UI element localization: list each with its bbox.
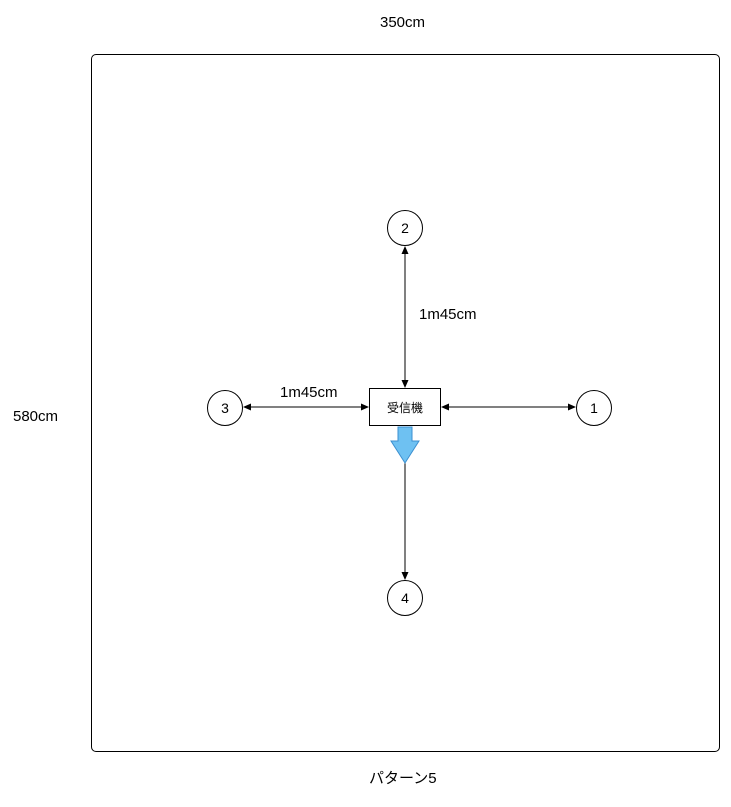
node-2: 2 — [387, 210, 423, 246]
direction-arrow — [390, 426, 420, 464]
node-4-label: 4 — [401, 590, 409, 606]
node-4: 4 — [387, 580, 423, 616]
pattern-caption: パターン5 — [369, 770, 437, 787]
receiver-box: 受信機 — [369, 388, 441, 426]
distance-vertical-label: 1m45cm — [419, 306, 477, 323]
distance-horizontal-label: 1m45cm — [280, 384, 338, 401]
node-3: 3 — [207, 390, 243, 426]
node-2-label: 2 — [401, 220, 409, 236]
node-1: 1 — [576, 390, 612, 426]
node-3-label: 3 — [221, 400, 229, 416]
room-width-label: 350cm — [380, 14, 426, 31]
node-1-label: 1 — [590, 400, 598, 416]
receiver-label: 受信機 — [386, 400, 423, 415]
room-outline — [91, 54, 720, 752]
room-height-label: 580cm — [13, 408, 59, 425]
